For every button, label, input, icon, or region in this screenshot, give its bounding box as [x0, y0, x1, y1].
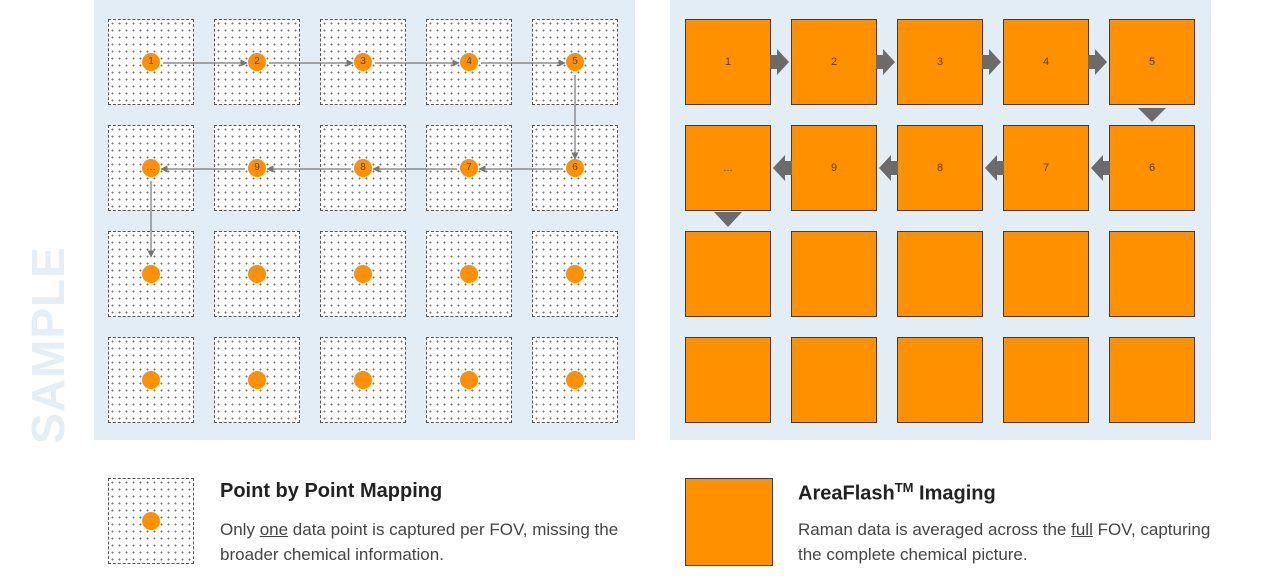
sample-watermark: SAMPLE: [22, 246, 74, 444]
fov-cell-dotted: [108, 337, 194, 423]
areaflash-description: Raman data is averaged across the full F…: [798, 520, 1211, 564]
point-mapping-description: Only one data point is captured per FOV,…: [220, 520, 619, 564]
fov-cell-filled: 9: [791, 125, 877, 211]
fov-cell-dotted: 3: [320, 19, 406, 105]
legend-dot: [142, 512, 160, 530]
fov-cell-filled: [791, 231, 877, 317]
fov-cell-filled: 5: [1109, 19, 1195, 105]
fov-cell-filled: 7: [1003, 125, 1089, 211]
fov-cell-dotted: 2: [214, 19, 300, 105]
fov-cell-dotted: 8: [320, 125, 406, 211]
fov-cell-dotted: 7: [426, 125, 512, 211]
fov-cell-filled: [897, 231, 983, 317]
fov-cell-filled: ...: [685, 125, 771, 211]
measurement-point: [142, 265, 160, 283]
measurement-point: 2: [248, 53, 266, 71]
measurement-point: …: [142, 159, 160, 177]
measurement-point: 8: [354, 159, 372, 177]
fov-cell-filled: [1109, 231, 1195, 317]
measurement-point: [566, 371, 584, 389]
measurement-point: [142, 371, 160, 389]
fov-cell-filled: [1109, 337, 1195, 423]
measurement-point: 4: [460, 53, 478, 71]
fov-cell-filled: [685, 337, 771, 423]
fov-cell-filled: 6: [1109, 125, 1195, 211]
fov-cell-dotted: 1: [108, 19, 194, 105]
areaflash-legend-swatch: [685, 478, 773, 566]
measurement-point: [248, 265, 266, 283]
fov-cell-dotted: [426, 337, 512, 423]
fov-cell-filled: [1003, 231, 1089, 317]
fov-cell-filled: 3: [897, 19, 983, 105]
fov-cell-filled: 4: [1003, 19, 1089, 105]
measurement-point: 6: [566, 159, 584, 177]
measurement-point: 9: [248, 159, 266, 177]
fov-cell-dotted: 6: [532, 125, 618, 211]
fov-cell-dotted: [320, 337, 406, 423]
measurement-point: 5: [566, 53, 584, 71]
measurement-point: [566, 265, 584, 283]
fov-cell-filled: 1: [685, 19, 771, 105]
fov-cell-dotted: …: [108, 125, 194, 211]
fov-cell-dotted: 4: [426, 19, 512, 105]
fov-cell-dotted: [108, 231, 194, 317]
fov-cell-filled: [791, 337, 877, 423]
point-mapping-legend-swatch: [108, 478, 194, 564]
fov-cell-filled: [685, 231, 771, 317]
fov-cell-filled: [1003, 337, 1089, 423]
fov-cell-dotted: 9: [214, 125, 300, 211]
fov-cell-dotted: [214, 231, 300, 317]
measurement-point: [354, 265, 372, 283]
fov-cell-dotted: [426, 231, 512, 317]
measurement-point: [460, 265, 478, 283]
measurement-point: [354, 371, 372, 389]
fov-cell-dotted: [320, 231, 406, 317]
measurement-point: 1: [142, 53, 160, 71]
point-mapping-panel: 1 2 3 4 5 … 9 8 7 6: [94, 0, 635, 440]
fov-cell-filled: [897, 337, 983, 423]
fov-cell-dotted: [532, 231, 618, 317]
fov-cell-filled: 2: [791, 19, 877, 105]
areaflash-title: AreaFlashTM Imaging: [798, 480, 996, 505]
measurement-point: 3: [354, 53, 372, 71]
measurement-point: [460, 371, 478, 389]
point-mapping-title: Point by Point Mapping: [220, 480, 443, 502]
measurement-point: 7: [460, 159, 478, 177]
fov-cell-filled: 8: [897, 125, 983, 211]
measurement-point: [248, 371, 266, 389]
fov-cell-dotted: 5: [532, 19, 618, 105]
fov-cell-dotted: [532, 337, 618, 423]
fov-cell-dotted: [214, 337, 300, 423]
